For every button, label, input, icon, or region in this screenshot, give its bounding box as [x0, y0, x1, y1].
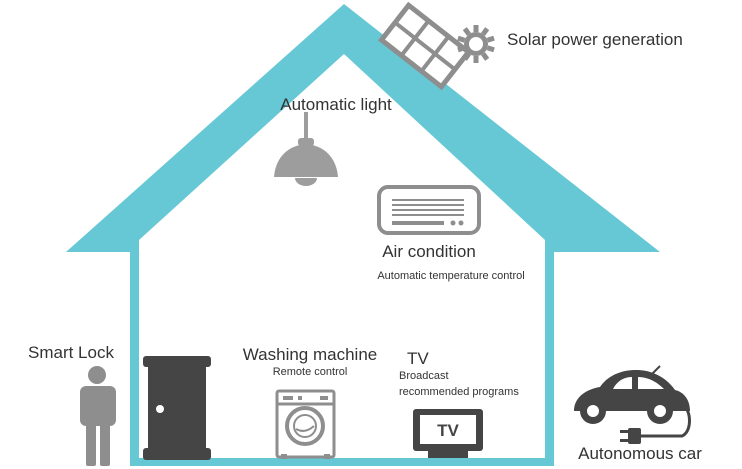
air-conditioner-icon [377, 185, 481, 235]
door-icon [143, 356, 211, 460]
sun-icon [457, 25, 495, 63]
sun-ray [462, 27, 471, 36]
sun-ray [473, 56, 479, 63]
sun-ray [457, 35, 466, 43]
house-outline [66, 4, 660, 466]
tv-sub-label-2: recommended programs [399, 386, 519, 398]
sun-ray [457, 45, 466, 53]
air-condition-sub-label: Automatic temperature control [377, 270, 525, 282]
smart-lock-label: Smart Lock [28, 343, 114, 362]
tv-sub-label-1: Broadcast [399, 370, 449, 382]
tv-label: TV [407, 349, 429, 368]
car-icon [574, 365, 690, 424]
solar-panel-icon [378, 1, 472, 91]
automatic-light-label: Automatic light [280, 95, 392, 114]
washing-machine-icon [275, 389, 336, 459]
washing-machine-label: Washing machine [242, 345, 378, 364]
sun-ray [462, 52, 471, 61]
sun-ray [481, 27, 490, 36]
sun-ray [486, 45, 495, 53]
person-icon [80, 366, 116, 466]
washing-machine-sub-label: Remote control [272, 366, 348, 378]
sun-ray [473, 25, 479, 32]
solar-power-label: Solar power generation [507, 30, 683, 49]
sun-ray [481, 52, 490, 61]
plug-icon [620, 402, 691, 444]
air-condition-label: Air condition [382, 242, 476, 261]
television-icon: TV [413, 409, 483, 458]
sun-ray [486, 35, 495, 43]
tv-screen-text: TV [437, 421, 459, 440]
ceiling-light-icon [274, 112, 338, 186]
autonomous-car-label: Autonomous car [578, 444, 702, 463]
